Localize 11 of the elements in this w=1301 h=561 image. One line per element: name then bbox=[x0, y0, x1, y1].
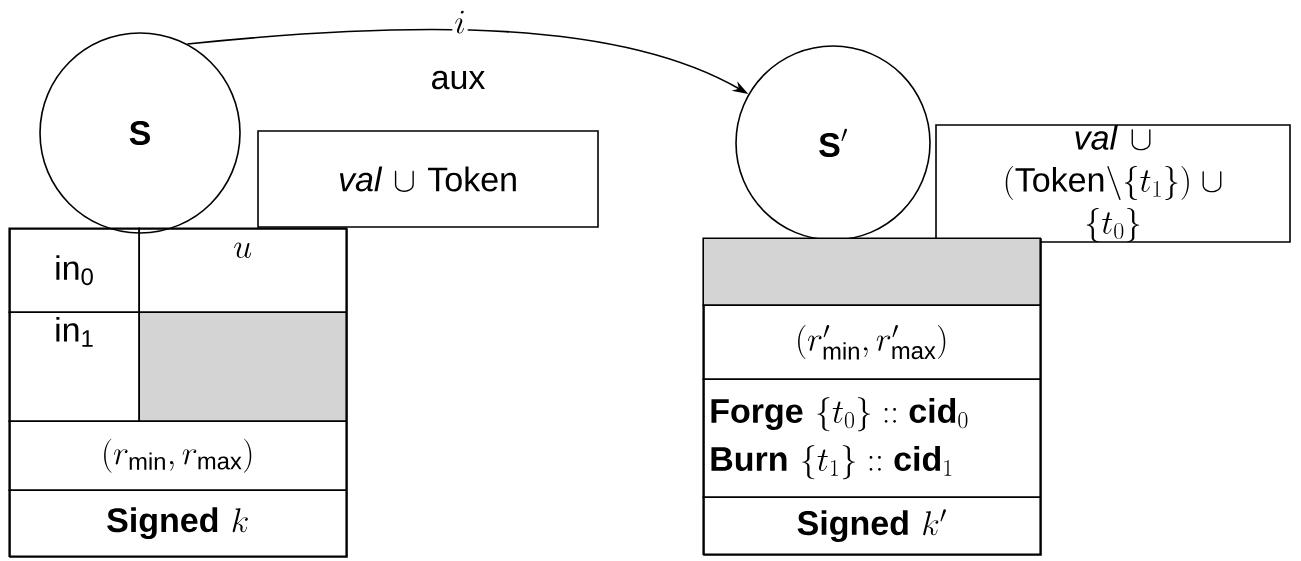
table-cell: $(r_{\text{min}}, r_{\text{max}})$ bbox=[8, 420, 347, 491]
table bbox=[9, 228, 348, 558]
table-cell: $\textbf{Signed}\ k$ bbox=[8, 489, 347, 557]
edge-label: $i$ bbox=[452, 8, 468, 36]
table-cell: $\textbf{Signed}\ k'$ bbox=[702, 496, 1041, 555]
table-cell: $\textbf{Forge}\ \{t_0\} :: \textbf{cid}_0$ $\textbf{Burn}\ \{t_1\} :: \textbf{cid}_1$ bbox=[702, 378, 1041, 498]
shaded-cell bbox=[138, 311, 347, 422]
value-box: $\mathit{val}\cup\text{Token}$ bbox=[257, 130, 599, 228]
table-cell: $(r'_{\text{min}}, r'_{\text{max}})$ bbox=[702, 304, 1041, 380]
table-cell: in$_{0}$ bbox=[8, 227, 140, 313]
label-text: aux bbox=[432, 70, 486, 90]
